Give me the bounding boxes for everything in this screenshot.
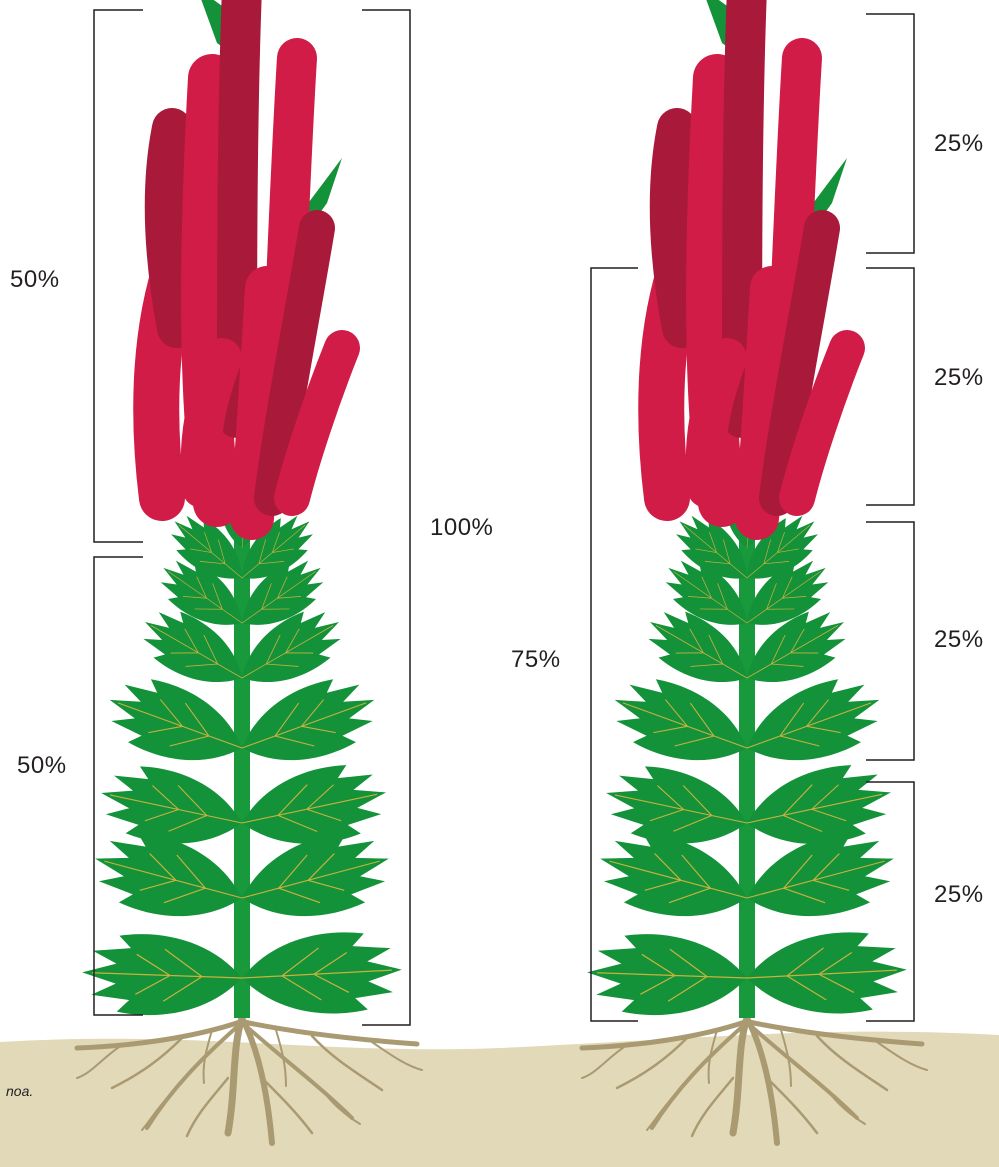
right-quarter-label-4: 25% — [934, 881, 984, 909]
right-quarter-label-1: 25% — [934, 130, 984, 158]
left-bottom-half-label: 50% — [17, 752, 67, 780]
right-lower-three-quarters-label: 75% — [511, 646, 561, 674]
soil-band — [0, 1032, 999, 1167]
right-amaranth-plant-icon — [582, 0, 927, 1143]
caption-text: noa. — [6, 1083, 33, 1099]
left-full-height-bracket — [362, 10, 410, 1025]
left-amaranth-plant-icon — [77, 0, 422, 1143]
left-total-label: 100% — [430, 514, 493, 542]
right-quarter-bracket-2 — [866, 268, 914, 505]
right-three-quarters-bracket — [591, 268, 638, 1021]
right-quarter-bracket-1 — [866, 14, 914, 253]
right-quarter-bracket-3 — [866, 522, 914, 760]
right-quarter-label-2: 25% — [934, 364, 984, 392]
right-quarter-label-3: 25% — [934, 626, 984, 654]
left-top-half-label: 50% — [10, 266, 60, 294]
